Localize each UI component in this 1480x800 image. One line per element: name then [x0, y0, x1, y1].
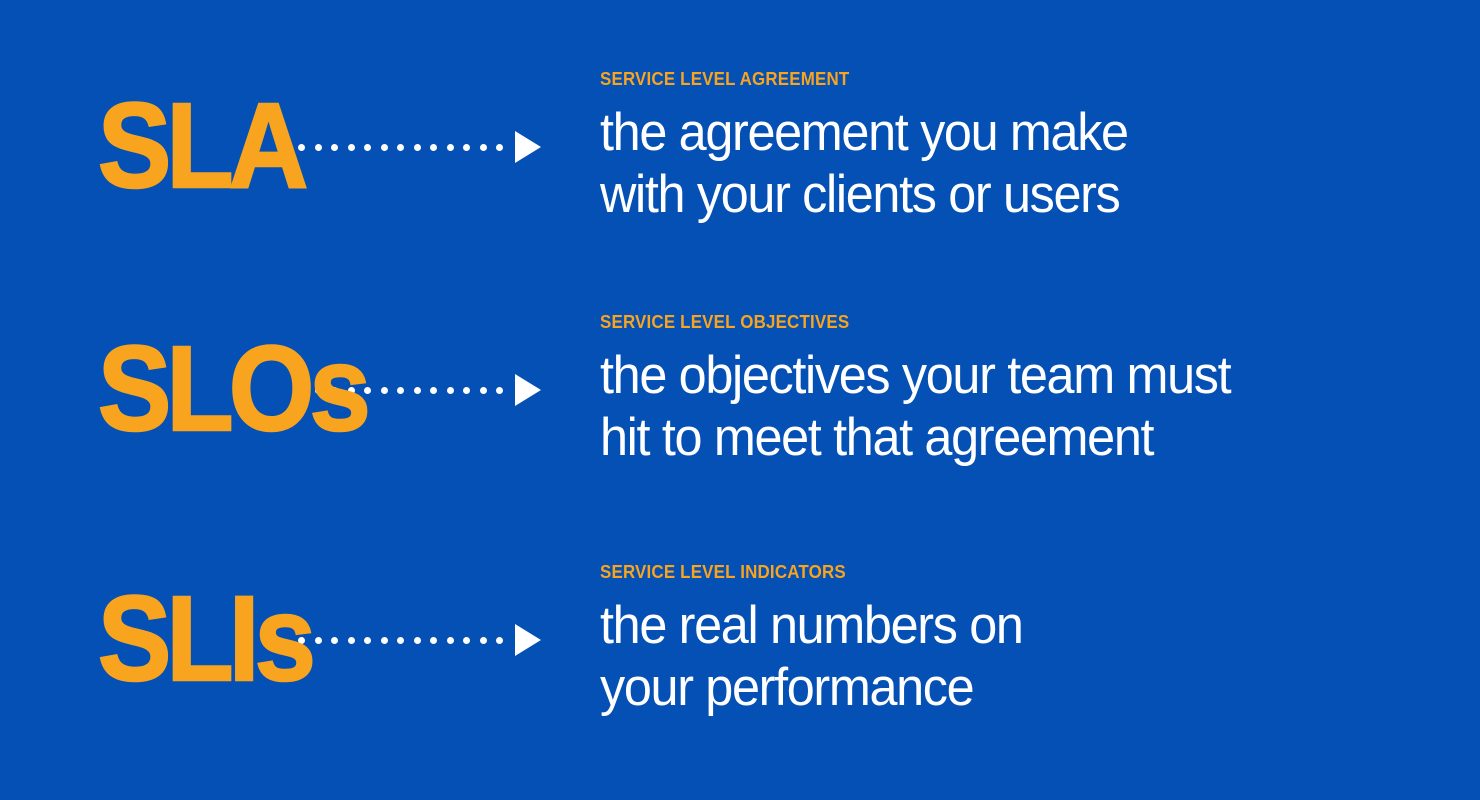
acronym-cell-slos: SLOs — [0, 290, 390, 490]
dot-leader — [298, 386, 503, 394]
acronym-slis: SLIs — [97, 571, 317, 707]
leader-dot — [380, 143, 388, 151]
leader-dot — [413, 143, 421, 151]
kicker-slos: SERVICE LEVEL OBJECTIVES — [600, 311, 850, 332]
acronym-sla: SLA — [97, 78, 310, 214]
leader-dot — [496, 386, 503, 394]
leader-dot — [347, 636, 355, 644]
leader-dot — [479, 386, 487, 394]
leader-dot — [479, 143, 487, 151]
leader-dot — [430, 143, 437, 151]
leader-dot — [331, 386, 338, 394]
leader-dot — [347, 386, 355, 394]
leader-dot — [446, 636, 454, 644]
description-sla: the agreement you make with your clients… — [600, 102, 1436, 226]
description-line: your performance — [600, 657, 975, 717]
leader-dot — [380, 386, 388, 394]
leader-dot — [364, 386, 371, 394]
acronym-cell-slis: SLIs — [0, 540, 390, 740]
leader-dot — [298, 143, 305, 151]
description-slis: the real numbers on your performance — [600, 595, 1436, 719]
arrowhead-icon — [515, 131, 541, 163]
acronym-cell-sla: SLA — [0, 47, 390, 247]
leader-dot — [314, 386, 322, 394]
leader-dot — [331, 636, 338, 644]
leader-dot — [413, 636, 421, 644]
leader-dot — [496, 636, 503, 644]
connector-cell-slis — [298, 540, 598, 740]
leader-dot — [364, 636, 371, 644]
leader-dot — [430, 386, 437, 394]
definition-row-slos: SLOs — [0, 290, 1480, 490]
leader-dot — [331, 143, 338, 151]
text-cell-slos: SERVICE LEVEL OBJECTIVES the objectives … — [598, 290, 1480, 490]
leader-dot — [479, 636, 487, 644]
description-line: with your clients or users — [600, 164, 1121, 224]
leader-dot — [298, 386, 305, 394]
leader-dot — [496, 143, 503, 151]
leader-dot — [347, 143, 355, 151]
leader-dot — [314, 143, 322, 151]
leader-dot — [446, 143, 454, 151]
leader-dot — [397, 386, 404, 394]
text-cell-slis: SERVICE LEVEL INDICATORS the real number… — [598, 540, 1480, 740]
leader-dot — [397, 143, 404, 151]
connector-cell-sla — [298, 47, 598, 247]
text-cell-sla: SERVICE LEVEL AGREEMENT the agreement yo… — [598, 47, 1480, 247]
description-line: the objectives your team must — [600, 345, 1232, 405]
leader-dot — [463, 386, 470, 394]
leader-dot — [397, 636, 404, 644]
leader-dot — [446, 386, 454, 394]
dotted-arrow-right-icon — [298, 131, 541, 163]
kicker-slis: SERVICE LEVEL INDICATORS — [600, 561, 846, 582]
leader-dot — [298, 636, 305, 644]
acronym-slos: SLOs — [97, 321, 372, 457]
definition-row-sla: SLA — [0, 47, 1480, 247]
kicker-sla: SERVICE LEVEL AGREEMENT — [600, 68, 850, 89]
leader-dot — [413, 386, 421, 394]
connector-cell-slos — [298, 290, 598, 490]
dotted-arrow-right-icon — [298, 624, 541, 656]
dot-leader — [298, 143, 503, 151]
description-slos: the objectives your team must hit to mee… — [600, 345, 1436, 469]
arrowhead-icon — [515, 374, 541, 406]
leader-dot — [380, 636, 388, 644]
description-line: the agreement you make — [600, 102, 1129, 162]
leader-dot — [314, 636, 322, 644]
dot-leader — [298, 636, 503, 644]
definition-row-slis: SLIs — [0, 540, 1480, 740]
leader-dot — [463, 143, 470, 151]
leader-dot — [430, 636, 437, 644]
dotted-arrow-right-icon — [298, 374, 541, 406]
leader-dot — [364, 143, 371, 151]
leader-dot — [463, 636, 470, 644]
arrowhead-icon — [515, 624, 541, 656]
description-line: hit to meet that agreement — [600, 407, 1155, 467]
description-line: the real numbers on — [600, 595, 1024, 655]
